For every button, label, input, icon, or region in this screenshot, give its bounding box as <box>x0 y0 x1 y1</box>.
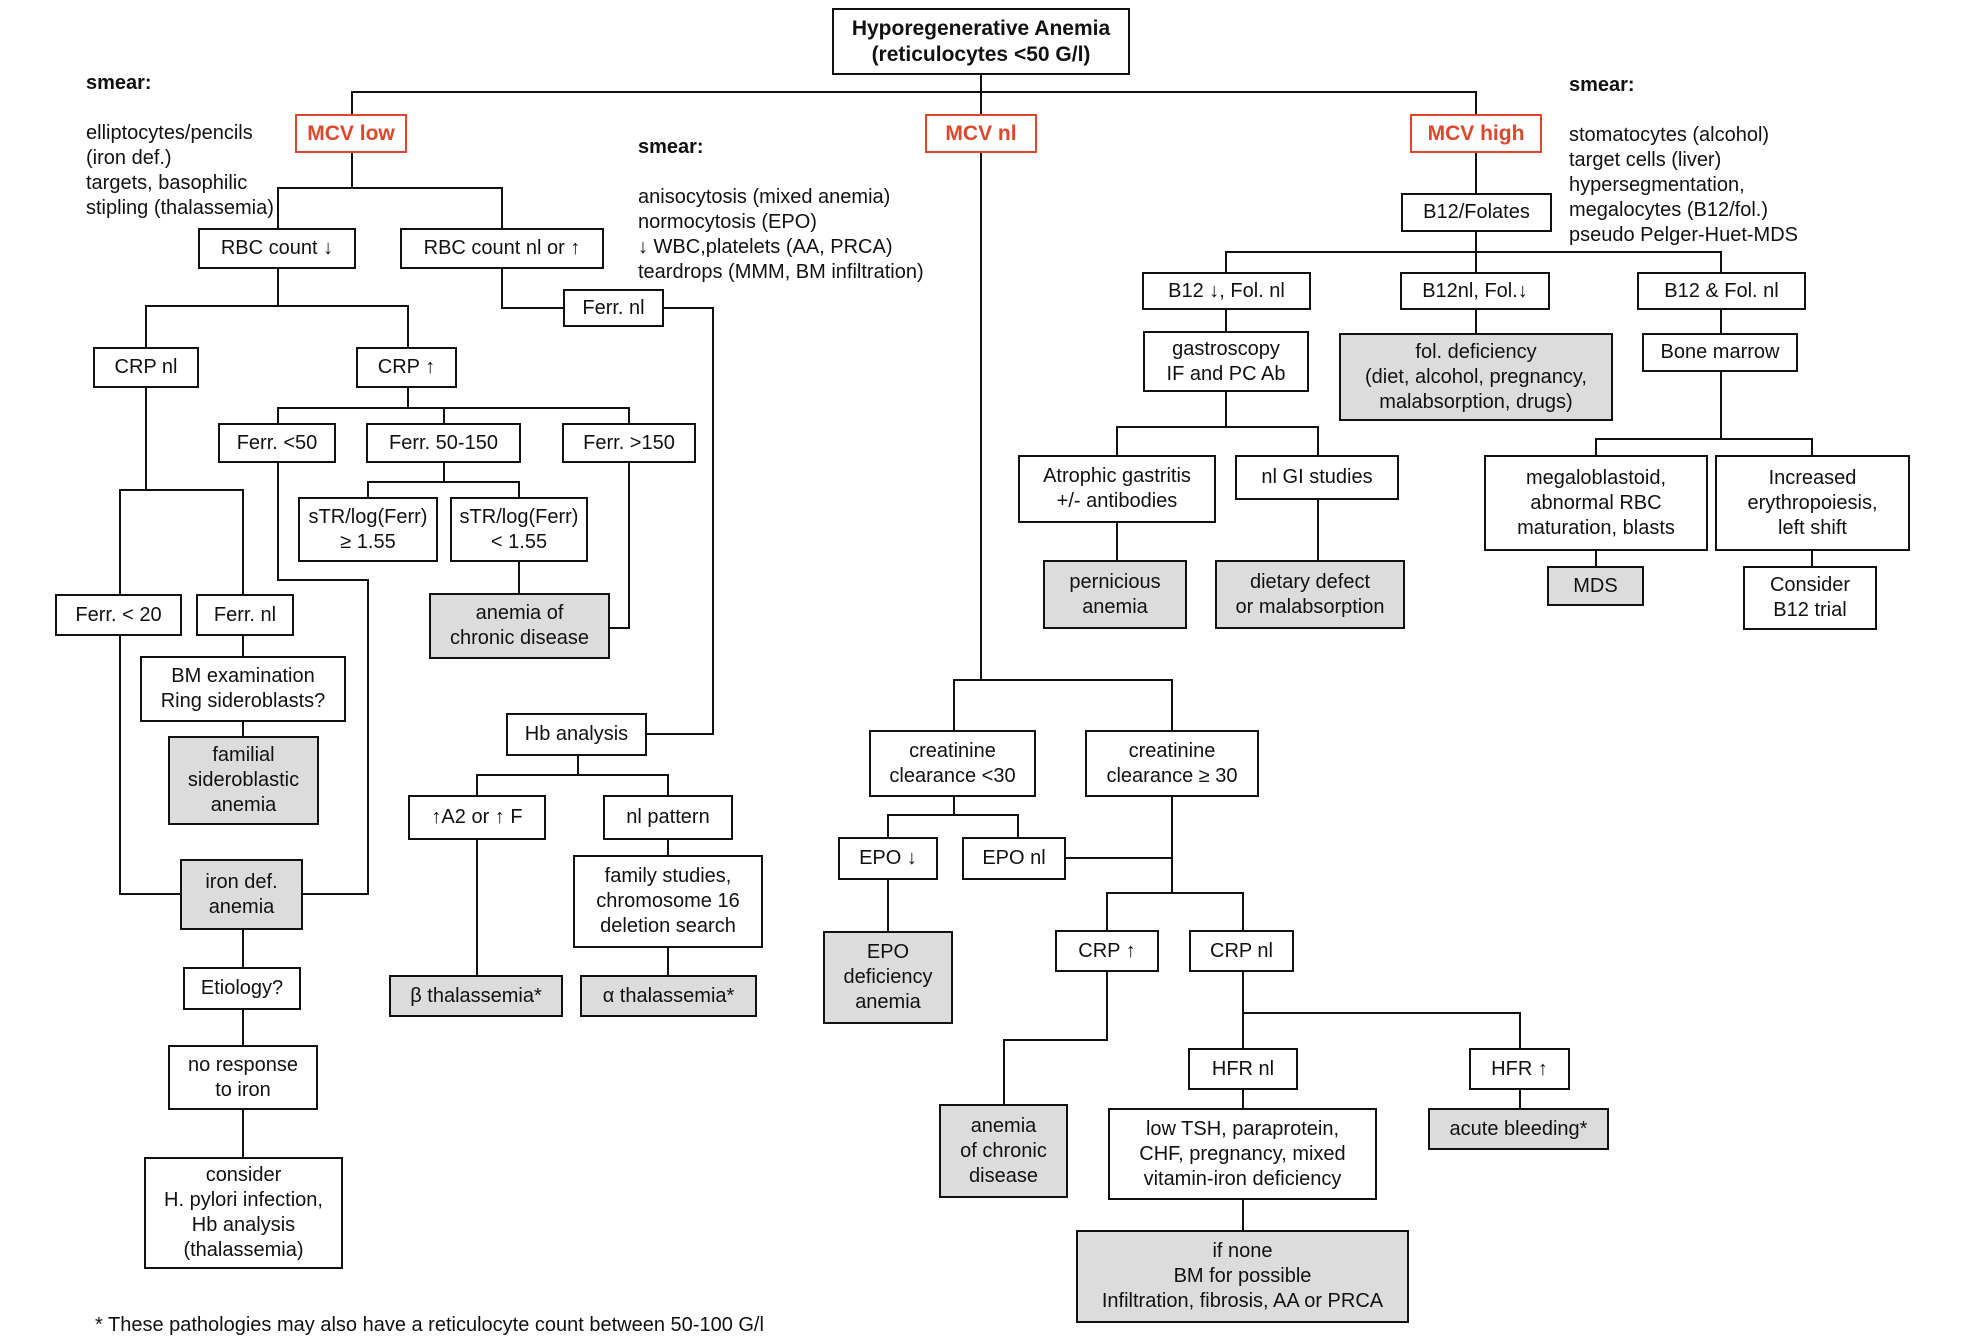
ferritin-nl-top-node: Ferr. nl <box>563 289 664 327</box>
anemia-chronic-disease-left-node: anemia of chronic disease <box>429 593 610 659</box>
rbc-count-low-node: RBC count ↓ <box>198 228 356 269</box>
anemia-chronic-disease-mid-node: anemia of chronic disease <box>939 1104 1068 1198</box>
smear-note-left: smear: elliptocytes/pencils (iron def.) … <box>86 46 274 221</box>
consider-b12-trial-node: Consider B12 trial <box>1743 566 1877 630</box>
smear-heading: smear: <box>86 72 152 94</box>
gastroscopy-node: gastroscopy IF and PC Ab <box>1143 331 1309 392</box>
str-ratio-lt-node: sTR/log(Ferr) < 1.55 <box>450 497 588 562</box>
smear-note-middle: smear: anisocytosis (mixed anemia) normo… <box>638 110 924 285</box>
epo-nl-node: EPO nl <box>962 837 1066 880</box>
hb-analysis-node: Hb analysis <box>506 713 647 756</box>
a2-or-f-node: ↑A2 or ↑ F <box>408 795 546 840</box>
epo-down-node: EPO ↓ <box>838 837 938 880</box>
smear-text-left: elliptocytes/pencils (iron def.) targets… <box>86 122 274 219</box>
ferritin-lt50-node: Ferr. <50 <box>218 423 336 463</box>
folate-low-node: B12nl, Fol.↓ <box>1400 272 1550 310</box>
nl-gi-studies-node: nl GI studies <box>1235 455 1399 500</box>
mcv-high-node: MCV high <box>1410 114 1542 153</box>
smear-text-right: stomatocytes (alcohol) target cells (liv… <box>1569 124 1798 246</box>
low-tsh-node: low TSH, paraprotein, CHF, pregnancy, mi… <box>1108 1108 1377 1200</box>
etiology-node: Etiology? <box>183 967 301 1010</box>
crp-nl-left-node: CRP nl <box>93 347 199 388</box>
acute-bleeding-node: acute bleeding* <box>1428 1108 1609 1150</box>
creatinine-lt30-node: creatinine clearance <30 <box>869 730 1036 797</box>
bone-marrow-node: Bone marrow <box>1642 333 1798 372</box>
b12-folates-node: B12/Folates <box>1401 193 1552 232</box>
crp-up-left-node: CRP ↑ <box>356 347 457 388</box>
b12-folate-nl-node: B12 & Fol. nl <box>1637 272 1806 310</box>
if-none-bm-node: if none BM for possible Infiltration, fi… <box>1076 1230 1409 1323</box>
link-root-mcv <box>351 91 1477 124</box>
bm-examination-node: BM examination Ring sideroblasts? <box>140 656 346 722</box>
crp-up-mid-node: CRP ↑ <box>1055 930 1159 972</box>
ferritin-50-150-node: Ferr. 50-150 <box>366 423 521 463</box>
mcv-low-node: MCV low <box>295 114 407 153</box>
smear-text-middle: anisocytosis (mixed anemia) normocytosis… <box>638 186 924 283</box>
ferritin-gt150-node: Ferr. >150 <box>562 423 696 463</box>
family-studies-node: family studies, chromosome 16 deletion s… <box>573 855 763 948</box>
pernicious-anemia-node: pernicious anemia <box>1043 560 1187 629</box>
consider-h-pylori-node: consider H. pylori infection, Hb analysi… <box>144 1157 343 1269</box>
beta-thalassemia-node: β thalassemia* <box>389 975 563 1017</box>
creatinine-ge30-node: creatinine clearance ≥ 30 <box>1085 730 1259 797</box>
epo-deficiency-anemia-node: EPO deficiency anemia <box>823 931 953 1024</box>
nl-pattern-node: nl pattern <box>603 795 733 840</box>
iron-deficiency-anemia-node: iron def. anemia <box>180 859 303 930</box>
str-ratio-ge-node: sTR/log(Ferr) ≥ 1.55 <box>298 497 438 562</box>
footnote: * These pathologies may also have a reti… <box>95 1314 764 1336</box>
hfr-nl-node: HFR nl <box>1188 1048 1298 1090</box>
ferritin-lt20-node: Ferr. < 20 <box>55 594 182 636</box>
ferritin-nl-left-node: Ferr. nl <box>196 594 294 636</box>
no-response-node: no response to iron <box>168 1045 318 1110</box>
increased-erythropoiesis-node: Increased erythropoiesis, left shift <box>1715 455 1910 551</box>
smear-heading: smear: <box>638 136 704 158</box>
atrophic-gastritis-node: Atrophic gastritis +/- antibodies <box>1018 455 1216 523</box>
mcv-nl-node: MCV nl <box>925 114 1037 153</box>
root-node: Hyporegenerative Anemia (reticulocytes <… <box>832 8 1130 75</box>
rbc-count-nl-node: RBC count nl or ↑ <box>400 228 604 269</box>
alpha-thalassemia-node: α thalassemia* <box>580 975 757 1017</box>
folate-deficiency-node: fol. deficiency (diet, alcohol, pregnanc… <box>1339 333 1613 421</box>
dietary-defect-node: dietary defect or malabsorption <box>1215 560 1405 629</box>
b12-low-node: B12 ↓, Fol. nl <box>1142 272 1311 310</box>
mds-node: MDS <box>1547 566 1644 606</box>
smear-heading: smear: <box>1569 74 1635 96</box>
crp-nl-mid-node: CRP nl <box>1189 930 1294 972</box>
familial-sideroblastic-node: familial sideroblastic anemia <box>168 736 319 825</box>
smear-note-right: smear: stomatocytes (alcohol) target cel… <box>1569 48 1798 248</box>
megaloblastoid-node: megaloblastoid, abnormal RBC maturation,… <box>1484 455 1708 551</box>
hfr-up-node: HFR ↑ <box>1469 1048 1570 1090</box>
